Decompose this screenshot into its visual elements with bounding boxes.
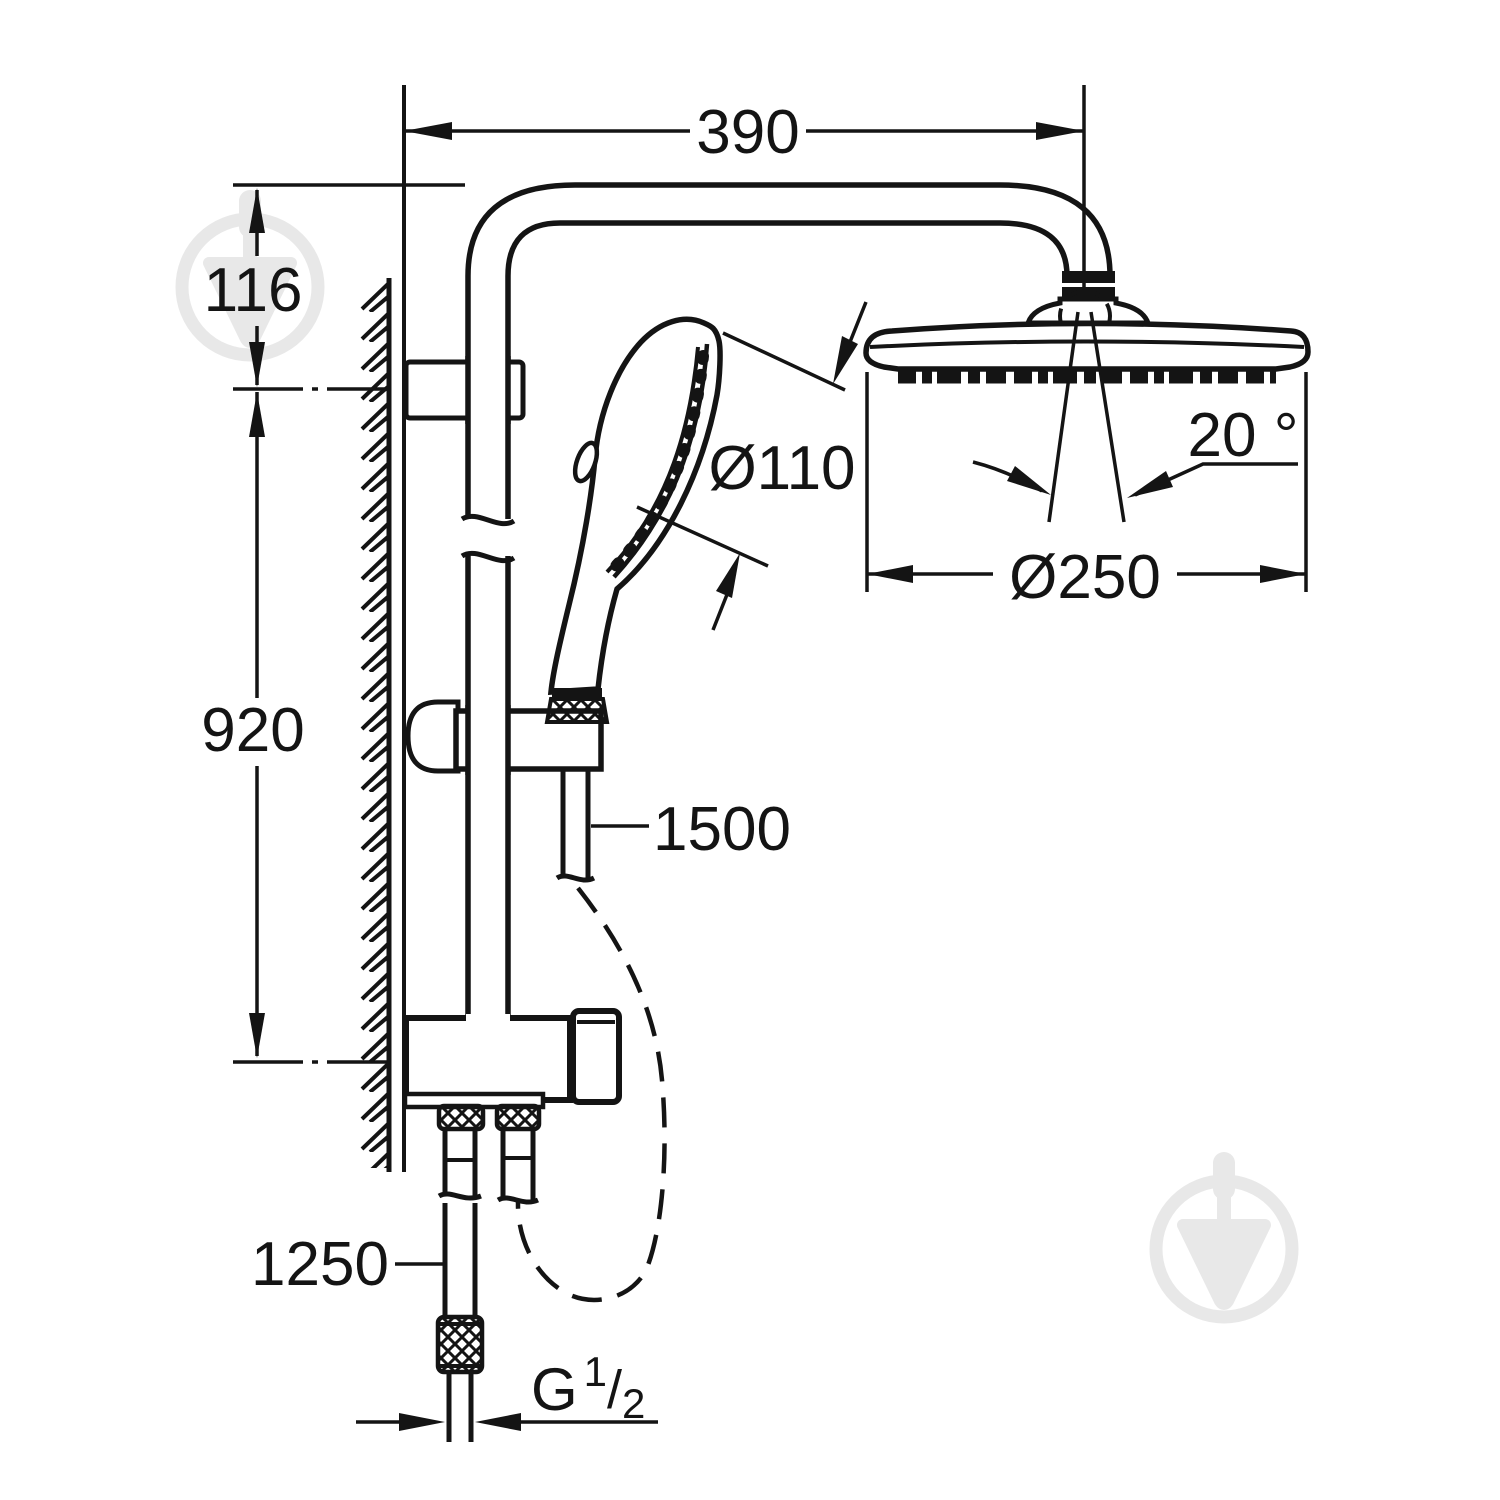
hand-shower [544, 316, 723, 724]
dim-110 [636, 301, 868, 631]
dim-250 [865, 372, 1308, 592]
thread-denominator: 2 [622, 1380, 646, 1427]
supply-hose [435, 1129, 485, 1442]
dim-1250-label: 1250 [251, 1230, 389, 1299]
diverter-knob [570, 1008, 622, 1105]
shower-arm [465, 182, 1113, 277]
dim-390-label: 390 [696, 98, 800, 167]
dim-920 [233, 392, 390, 1064]
dim-1500-label: 1500 [653, 795, 791, 864]
wall-hatching [356, 282, 389, 1168]
thread-slash: / [607, 1360, 623, 1420]
hose-end-connector [435, 1314, 485, 1375]
hand-shower-button [572, 440, 600, 484]
dim-angle-label: 20 ° [1187, 401, 1299, 470]
dim-thread [356, 1413, 658, 1431]
hand-shower-hose-nut [544, 697, 610, 724]
dim-116 [233, 183, 465, 391]
shower-hose [555, 769, 596, 883]
hand-shower-nozzles [610, 350, 709, 572]
ball-joint-dashed-circle [1058, 289, 1112, 343]
dim-250-label: Ø250 [1009, 543, 1161, 612]
holder-knob [405, 699, 461, 774]
dim-920-label: 920 [201, 696, 305, 765]
thread-letter: G [531, 1356, 578, 1423]
right-supply-stub [496, 1129, 539, 1205]
upper-wall-bracket [403, 356, 526, 424]
hand-shower-holder [405, 699, 604, 775]
shower-hose-dashed-loop [515, 886, 667, 1303]
watermark-logo [1149, 1152, 1299, 1324]
right-hose-nut [494, 1103, 542, 1132]
dim-116-label: 116 [203, 256, 303, 325]
diverter-valve [402, 1008, 622, 1132]
left-hose-nut [436, 1103, 486, 1132]
dim-110-label: Ø110 [708, 434, 856, 503]
dim-angle-20 [972, 311, 1298, 523]
rain-shower-head [863, 320, 1311, 384]
wall [356, 85, 406, 1172]
thread-numerator: 1 [583, 1348, 608, 1395]
